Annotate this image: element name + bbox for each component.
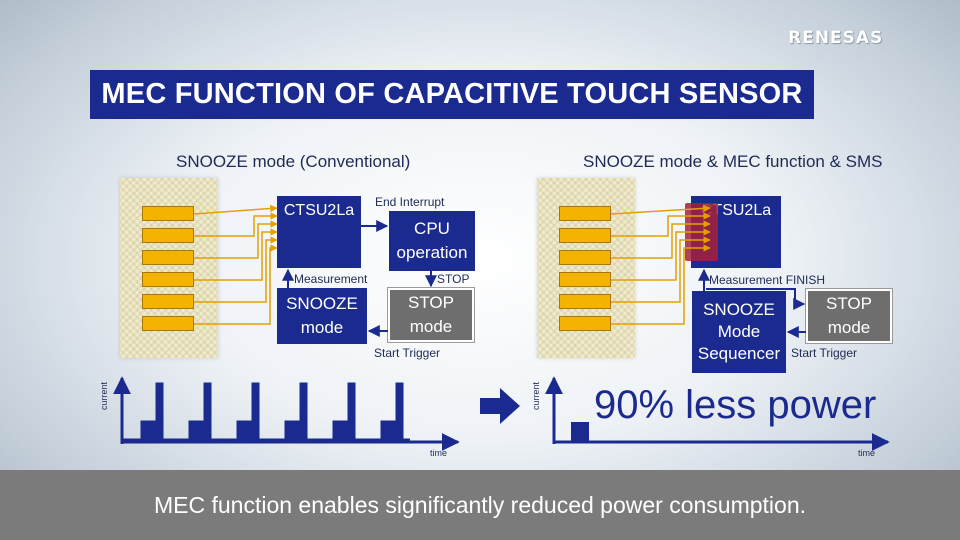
arrow-right-icon	[480, 388, 520, 424]
left-ctsu-label: CTSU2La	[283, 202, 355, 219]
left-stop-line2: mode	[409, 317, 453, 336]
sensor-pad	[142, 228, 194, 243]
sensor-pad	[559, 272, 611, 287]
sms-line2: Mode	[717, 321, 761, 341]
sensor-pad	[559, 250, 611, 265]
sensor-pad	[142, 272, 194, 287]
left-section-heading: SNOOZE mode (Conventional)	[176, 152, 411, 171]
caption-text: MEC function enables significantly reduc…	[153, 491, 807, 518]
left-snooze-line2: mode	[300, 318, 344, 337]
left-stop-block: STOP mode	[387, 287, 475, 343]
left-start-trigger-label: Start Trigger	[374, 346, 441, 360]
right-graph-x-label: time	[858, 448, 876, 458]
sensor-pad	[142, 250, 194, 265]
sensor-pad	[142, 206, 194, 221]
left-current-graph	[113, 376, 460, 451]
right-section-heading: SNOOZE mode & MEC function & SMS	[583, 152, 883, 171]
cpu-operation-block: CPU operation	[389, 211, 475, 271]
left-sensor-panel	[120, 178, 218, 358]
sensor-pad	[559, 228, 611, 243]
left-sensor-wires	[193, 204, 278, 325]
sms-line1: SNOOZE	[703, 299, 775, 319]
right-ctsu-label: CTSU2La	[700, 202, 772, 219]
page-title: MEC FUNCTION OF CAPACITIVE TOUCH SENSOR	[90, 70, 814, 119]
result-text: 90% less power	[594, 383, 877, 427]
sms-line3: Sequencer	[697, 344, 781, 364]
sensor-pad	[142, 316, 194, 331]
right-flow-arrows	[698, 268, 806, 338]
right-start-trigger-label: Start Trigger	[791, 346, 858, 360]
left-snooze-block: SNOOZE mode	[277, 288, 367, 344]
sensor-pad	[559, 316, 611, 331]
left-ctsu-block: CTSU2La	[277, 196, 361, 268]
sensor-pad	[559, 294, 611, 309]
renesas-logo: RENESAS	[788, 28, 884, 48]
right-sensor-panel	[537, 178, 635, 358]
sensor-pad	[559, 206, 611, 221]
sensor-pad	[142, 294, 194, 309]
caption-bar: MEC function enables significantly reduc…	[0, 470, 960, 540]
end-interrupt-label: End Interrupt	[375, 195, 445, 209]
right-current-graph	[545, 376, 890, 451]
left-graph-x-label: time	[430, 448, 448, 458]
left-flow-arrows	[282, 220, 437, 337]
right-stop-line2: mode	[827, 318, 871, 337]
cpu-line1: CPU	[414, 219, 450, 239]
left-snooze-line1: SNOOZE	[286, 294, 358, 314]
stop-transition-label: STOP	[437, 272, 470, 286]
right-sensor-wires	[610, 204, 711, 325]
left-measurement-label: Measurement	[294, 272, 368, 286]
snooze-mode-sequencer-block: SNOOZE Mode Sequencer	[692, 291, 786, 373]
right-stop-block: STOP mode	[805, 288, 893, 344]
left-stop-line1: STOP	[408, 293, 454, 313]
measurement-finish-label: Measurement FINISH	[709, 273, 826, 287]
right-stop-line1: STOP	[826, 294, 872, 314]
cpu-line2: operation	[396, 243, 468, 262]
